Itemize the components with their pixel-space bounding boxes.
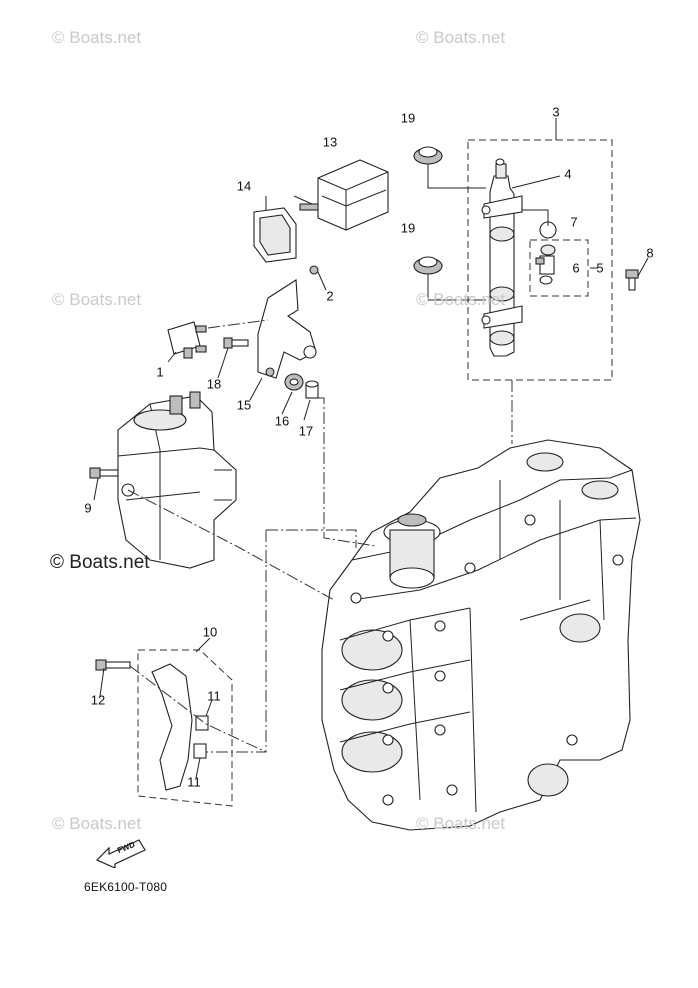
solenoid-valve xyxy=(167,321,207,359)
cylinder-block xyxy=(321,439,641,831)
callout-5: 5 xyxy=(596,260,604,276)
callout-3: 3 xyxy=(552,104,560,120)
watermark: © Boats.net xyxy=(416,814,506,833)
watermark: © Boats.net xyxy=(416,28,506,47)
canister xyxy=(299,159,389,231)
watermark: © Boats.net xyxy=(416,290,506,309)
hose-clip-lower xyxy=(413,256,443,275)
callout-7: 7 xyxy=(570,214,578,230)
callout-2: 2 xyxy=(326,288,334,304)
callout-17: 17 xyxy=(298,423,314,439)
callout-8: 8 xyxy=(646,245,654,261)
watermark: © Boats.net xyxy=(52,290,142,309)
bracket-10 xyxy=(151,663,209,791)
callout-13: 13 xyxy=(322,134,338,150)
callout-11-lower: 11 xyxy=(187,774,201,790)
callout-11-upper: 11 xyxy=(207,688,221,704)
callout-19-upper: 19 xyxy=(400,110,416,126)
bolt-8 xyxy=(625,269,639,291)
electrical-bracket-assembly xyxy=(117,391,237,569)
callout-1: 1 xyxy=(156,364,164,380)
grommet-16 xyxy=(284,373,304,391)
callout-12: 12 xyxy=(90,692,106,708)
callout-15: 15 xyxy=(236,397,252,413)
bolt-9 xyxy=(89,467,119,479)
leader-lines xyxy=(93,118,649,807)
fuel-rail xyxy=(481,158,523,357)
callout-14: 14 xyxy=(236,178,252,194)
nut-2 xyxy=(309,265,319,275)
callout-19-lower: 19 xyxy=(400,220,416,236)
watermark: © Boats.net xyxy=(52,814,142,833)
watermark: © Boats.net xyxy=(52,28,142,47)
callout-18: 18 xyxy=(206,376,222,392)
bracket-plate xyxy=(257,279,317,379)
callout-4: 4 xyxy=(564,166,572,182)
hose-clip-upper xyxy=(413,146,443,165)
fuel-injector xyxy=(535,221,557,285)
callout-6: 6 xyxy=(572,260,580,276)
forward-arrow-icon xyxy=(95,839,146,868)
collar-17 xyxy=(305,380,319,399)
diagram-code: 6EK6100-T080 xyxy=(84,880,168,894)
bolt-18 xyxy=(223,337,249,349)
callout-10: 10 xyxy=(202,624,218,640)
bolt-12 xyxy=(95,659,131,671)
callout-9: 9 xyxy=(84,500,92,516)
canister-cover xyxy=(253,207,297,263)
watermark: © Boats.net xyxy=(50,552,150,573)
callout-16: 16 xyxy=(274,413,290,429)
